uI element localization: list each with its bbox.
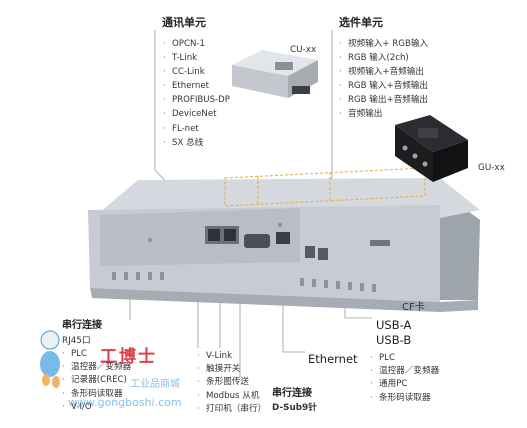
watermark-url: www.gongboshi.com — [68, 396, 182, 409]
list-item: 条形码读取器 — [370, 392, 439, 405]
list-item: SX 总线 — [163, 136, 230, 150]
list-item: Ethernet — [163, 79, 230, 93]
list-item: RGB 输入(2ch) — [339, 51, 428, 65]
list-item: FL-net — [163, 122, 230, 136]
list-item: CC-Link — [163, 65, 230, 79]
serial-left-list: PLC 温控器／变频器 记录器(CREC) 条形码读取器 V-I/O — [62, 348, 131, 414]
list-item: 视频输入+ RGB输入 — [339, 37, 428, 51]
serial-mid-list: V-Link 触摸开关 条形图传送 Modbus 从机 打印机（串行） — [197, 350, 266, 416]
option-unit-outline — [224, 167, 426, 207]
serial-left-title: 串行连接 — [62, 320, 102, 331]
list-item: 视频输入+音频输出 — [339, 65, 428, 79]
list-item: OPCN-1 — [163, 37, 230, 51]
usb-device-list: PLC 温控器／变频器 通用PC 条形码读取器 — [370, 352, 439, 405]
list-item: 触摸开关 — [197, 363, 266, 376]
ethernet-label: Ethernet — [308, 352, 358, 366]
usb-b-label: USB-B — [376, 333, 412, 347]
watermark-name: 工博士 — [100, 347, 157, 367]
list-item: PLC — [62, 348, 131, 361]
comm-unit-title: 通讯单元 — [162, 16, 206, 29]
list-item: DeviceNet — [163, 107, 230, 121]
option-unit-title: 选件单元 — [339, 16, 383, 29]
list-item: 温控器／变频器 — [370, 365, 439, 378]
comm-unit-list: OPCN-1 T-Link CC-Link Ethernet PROFIBUS-… — [163, 37, 230, 150]
list-item: 温控器／变频器 — [62, 361, 131, 374]
serial-dsub-subtitle: D-Sub9针 — [272, 403, 317, 413]
cu-model-label: CU-xx — [290, 45, 317, 55]
list-item: 条形码读取器 — [62, 388, 131, 401]
gu-module — [395, 115, 468, 182]
watermark-tagline: 工业品商城 — [130, 379, 180, 390]
watermark-mascot — [40, 330, 60, 388]
serial-left-subtitle: RJ45口 — [62, 336, 91, 346]
list-item: T-Link — [163, 51, 230, 65]
list-item: RGB 输入+音频输出 — [339, 79, 428, 93]
list-item: 打印机（串行） — [197, 403, 266, 416]
serial-dsub-title: 串行连接 — [272, 388, 312, 399]
list-item: V-I/O — [62, 401, 131, 414]
gu-model-label: GU-xx — [478, 163, 505, 173]
list-item: 通用PC — [370, 378, 439, 391]
cu-module — [232, 50, 318, 98]
list-item: RGB 输出+音频输出 — [339, 93, 428, 107]
hmi-rear-panel — [88, 178, 480, 312]
list-item: PLC — [370, 352, 439, 365]
list-item: V-Link — [197, 350, 266, 363]
list-item: Modbus 从机 — [197, 390, 266, 403]
usb-a-label: USB-A — [376, 318, 412, 332]
list-item: 音频输出 — [339, 107, 428, 121]
list-item: PROFIBUS-DP — [163, 93, 230, 107]
list-item: 记录器(CREC) — [62, 374, 131, 387]
option-unit-list: 视频输入+ RGB输入 RGB 输入(2ch) 视频输入+音频输出 RGB 输入… — [339, 37, 428, 122]
list-item: 条形图传送 — [197, 376, 266, 389]
cf-card-label: CF卡 — [402, 302, 425, 313]
